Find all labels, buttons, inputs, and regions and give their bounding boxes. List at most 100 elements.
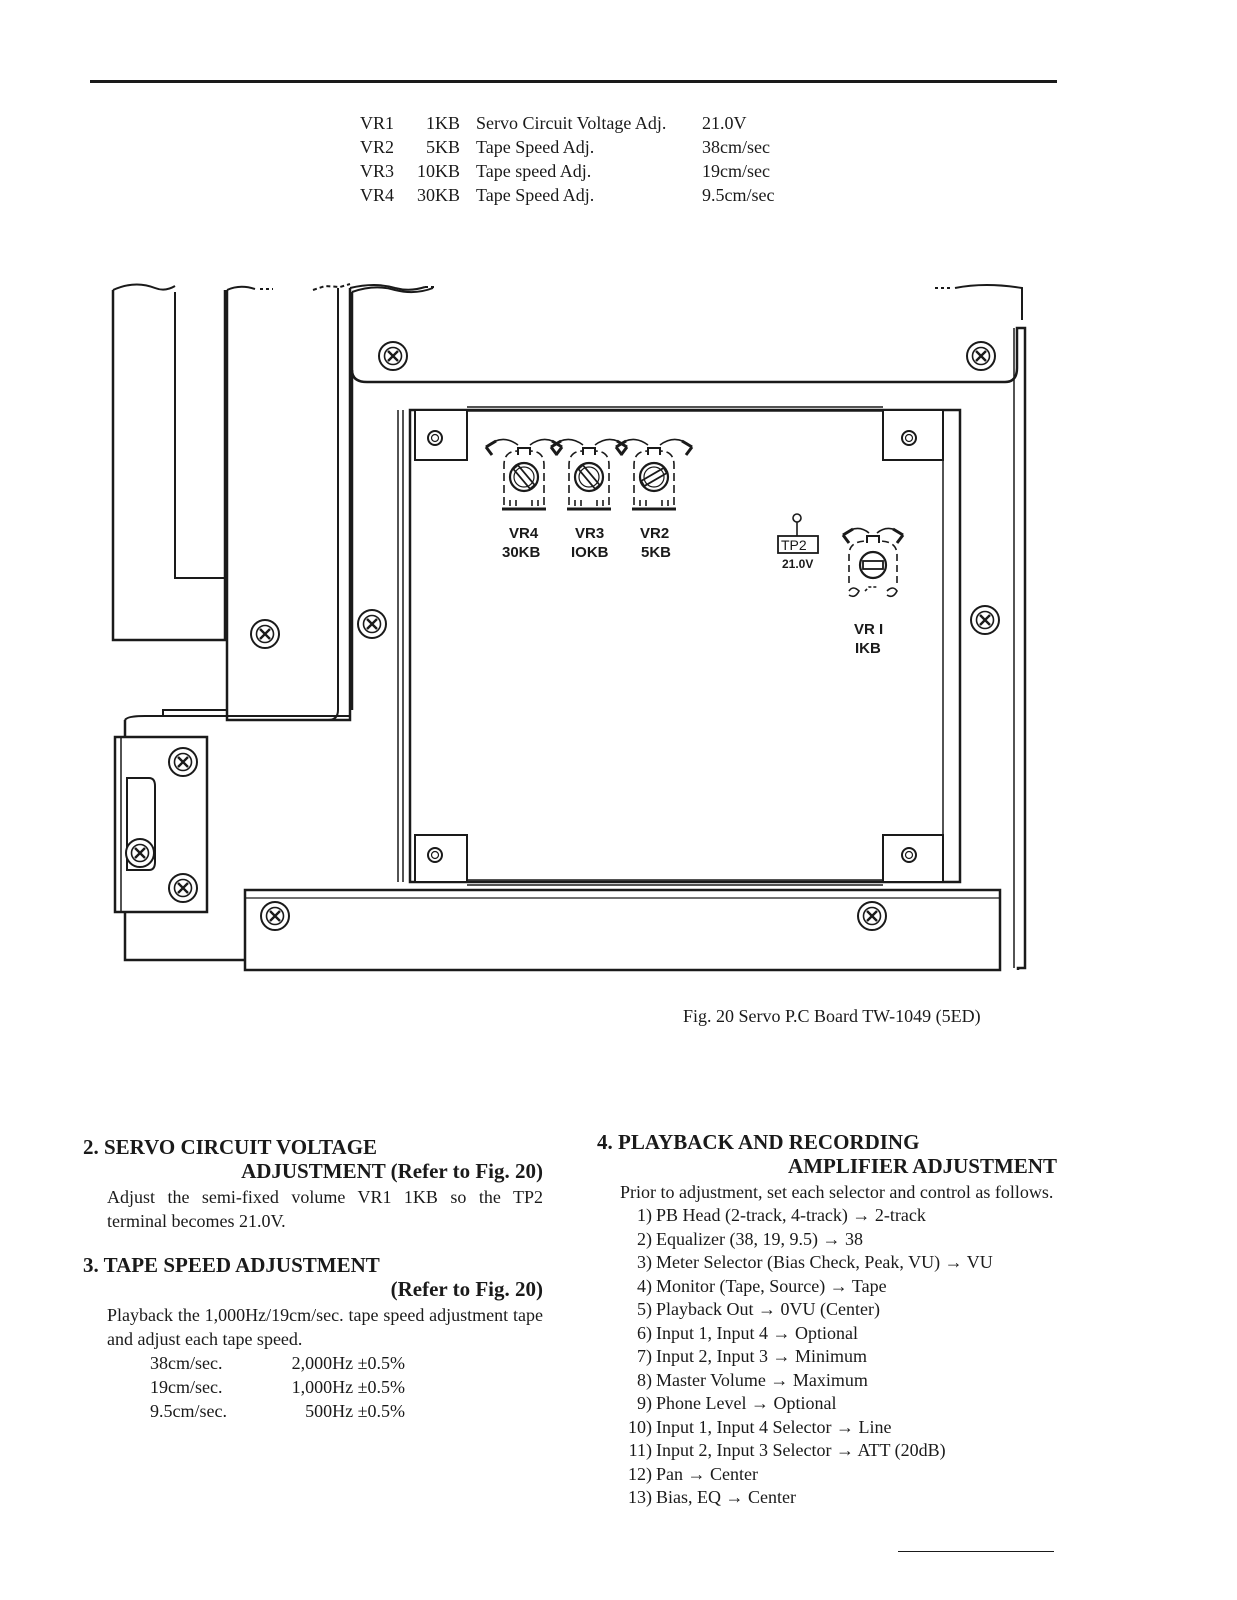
- vr2-label: VR2: [640, 525, 669, 542]
- bottom-rule: [898, 1551, 1054, 1552]
- vr-description: Tape speed Adj.: [476, 161, 592, 181]
- heading-line: 4. PLAYBACK AND RECORDING: [597, 1130, 920, 1154]
- vr-row: VR3 10KB Tape speed Adj. 19cm/sec: [358, 159, 818, 183]
- frequency-value: 2,000Hz ±0.5%: [291, 1353, 405, 1373]
- list-item: 1)PB Head (2-track, 4-track) → 2-track: [597, 1204, 1057, 1228]
- vr-name: VR3: [360, 161, 395, 181]
- vr-description: Tape Speed Adj.: [476, 185, 595, 205]
- vr3-value-label: IOKB: [571, 544, 609, 561]
- section-body: Adjust the semi-fixed volume VR1 1KB so …: [107, 1187, 543, 1231]
- vr-value: 21.0V: [702, 113, 747, 133]
- vr-description: Tape Speed Adj.: [476, 137, 595, 157]
- speed-value: 19cm/sec.: [150, 1377, 223, 1397]
- speed-row: 19cm/sec. 1,000Hz ±0.5%: [150, 1375, 543, 1399]
- item-text: Bias, EQ → Center: [656, 1487, 796, 1507]
- top-rule: [90, 80, 1057, 83]
- vr4-label: VR4: [509, 525, 539, 542]
- vr-name: VR4: [360, 185, 395, 205]
- item-text: Playback Out → 0VU (Center): [656, 1299, 880, 1319]
- list-item: 5)Playback Out → 0VU (Center): [597, 1298, 1057, 1322]
- speed-row: 9.5cm/sec. 500Hz ±0.5%: [150, 1399, 543, 1423]
- vr1-value-label: IKB: [855, 640, 881, 657]
- vr-name: VR1: [360, 113, 395, 133]
- speed-row: 38cm/sec. 2,000Hz ±0.5%: [150, 1351, 543, 1375]
- servo-board-diagram: VR4 30KB VR3 IOKB VR2 5KB TP2 21.0V VR I…: [105, 270, 1035, 985]
- section-servo-voltage: 2. SERVO CIRCUIT VOLTAGE ADJUSTMENT (Ref…: [83, 1135, 543, 1233]
- speed-value: 38cm/sec.: [150, 1353, 223, 1373]
- list-item: 2)Equalizer (38, 19, 9.5) → 38: [597, 1228, 1057, 1252]
- vr-row: VR2 5KB Tape Speed Adj. 38cm/sec: [358, 135, 818, 159]
- item-text: Monitor (Tape, Source) → Tape: [656, 1275, 887, 1296]
- list-item: 6)Input 1, Input 4 → Optional: [597, 1322, 1057, 1346]
- vr-resistance: 10KB: [416, 161, 460, 181]
- item-text: Pan → Center: [656, 1463, 758, 1484]
- heading-line: ADJUSTMENT (Refer to Fig. 20): [241, 1159, 543, 1183]
- item-number: 12): [628, 1463, 652, 1484]
- vr-value: 9.5cm/sec: [702, 185, 775, 205]
- item-number: 2): [637, 1228, 652, 1249]
- item-text: Master Volume → Maximum: [656, 1369, 868, 1390]
- item-number: 11): [628, 1440, 652, 1460]
- adjustment-list: 1)PB Head (2-track, 4-track) → 2-track 2…: [597, 1204, 1057, 1510]
- figure-caption: Fig. 20 Servo P.C Board TW-1049 (5ED): [683, 1006, 981, 1026]
- vr-row: VR4 30KB Tape Speed Adj. 9.5cm/sec: [358, 183, 818, 207]
- item-number: 4): [637, 1275, 652, 1296]
- vr2-value-label: 5KB: [641, 544, 671, 561]
- list-item: 12)Pan → Center: [597, 1463, 1057, 1487]
- item-number: 6): [637, 1322, 652, 1343]
- item-number: 9): [637, 1393, 652, 1413]
- frequency-value: 500Hz ±0.5%: [305, 1401, 405, 1421]
- speed-table: 38cm/sec. 2,000Hz ±0.5% 19cm/sec. 1,000H…: [150, 1351, 543, 1423]
- item-number: 10): [628, 1416, 652, 1437]
- vr4-value-label: 30KB: [502, 544, 541, 561]
- item-text: Equalizer (38, 19, 9.5) → 38: [656, 1228, 863, 1249]
- vr-resistance: 5KB: [425, 137, 460, 157]
- list-item: 10)Input 1, Input 4 Selector → Line: [597, 1416, 1057, 1440]
- list-item: 3)Meter Selector (Bias Check, Peak, VU) …: [597, 1251, 1057, 1275]
- section-body: Playback the 1,000Hz/19cm/sec. tape spee…: [107, 1305, 543, 1349]
- section-heading: 2. SERVO CIRCUIT VOLTAGE ADJUSTMENT (Ref…: [83, 1135, 543, 1183]
- list-item: 11)Input 2, Input 3 Selector → ATT (20dB…: [597, 1439, 1057, 1463]
- item-number: 3): [637, 1252, 652, 1272]
- list-item: 9)Phone Level → Optional: [597, 1392, 1057, 1416]
- heading-line: AMPLIFIER ADJUSTMENT: [788, 1154, 1057, 1178]
- item-number: 7): [637, 1346, 652, 1366]
- vr-spec-table: VR1 1KB Servo Circuit Voltage Adj. 21.0V…: [358, 111, 818, 207]
- vr3-label: VR3: [575, 525, 604, 542]
- section-heading: 3. TAPE SPEED ADJUSTMENT (Refer to Fig. …: [83, 1253, 543, 1301]
- section-intro: Prior to adjustment, set each selector a…: [620, 1182, 1054, 1202]
- vr-value: 19cm/sec: [702, 161, 770, 181]
- heading-line: 2. SERVO CIRCUIT VOLTAGE: [83, 1135, 378, 1159]
- vr-value: 38cm/sec: [702, 137, 770, 157]
- item-number: 8): [637, 1369, 652, 1390]
- list-item: 8)Master Volume → Maximum: [597, 1369, 1057, 1393]
- item-number: 13): [628, 1487, 652, 1507]
- section-amplifier-adjustment: 4. PLAYBACK AND RECORDING AMPLIFIER ADJU…: [597, 1130, 1057, 1510]
- tp2-voltage-label: 21.0V: [782, 557, 813, 571]
- vr-resistance: 1KB: [425, 113, 460, 133]
- speed-value: 9.5cm/sec.: [150, 1401, 227, 1421]
- item-text: Input 1, Input 4 → Optional: [656, 1322, 858, 1343]
- servo-board-drawing: VR4 30KB VR3 IOKB VR2 5KB TP2 21.0V VR I…: [111, 283, 1027, 972]
- vr-row: VR1 1KB Servo Circuit Voltage Adj. 21.0V: [358, 111, 818, 135]
- vr-resistance: 30KB: [416, 185, 460, 205]
- frequency-value: 1,000Hz ±0.5%: [291, 1377, 405, 1397]
- list-item: 13)Bias, EQ → Center: [597, 1486, 1057, 1510]
- item-number: 5): [637, 1299, 652, 1319]
- section-tape-speed: 3. TAPE SPEED ADJUSTMENT (Refer to Fig. …: [83, 1253, 543, 1423]
- heading-line: 3. TAPE SPEED ADJUSTMENT: [83, 1253, 380, 1277]
- vr1-label: VR I: [854, 621, 883, 638]
- item-number: 1): [637, 1205, 652, 1225]
- list-item: 4)Monitor (Tape, Source) → Tape: [597, 1275, 1057, 1299]
- item-text: Meter Selector (Bias Check, Peak, VU) → …: [656, 1252, 993, 1272]
- item-text: Input 1, Input 4 Selector → Line: [656, 1416, 892, 1437]
- tp2-label: TP2: [781, 537, 807, 553]
- heading-line: (Refer to Fig. 20): [390, 1277, 543, 1301]
- item-text: Input 2, Input 3 Selector → ATT (20dB): [656, 1440, 946, 1460]
- vr-description: Servo Circuit Voltage Adj.: [476, 113, 667, 133]
- item-text: PB Head (2-track, 4-track) → 2-track: [656, 1205, 926, 1225]
- list-item: 7)Input 2, Input 3 → Minimum: [597, 1345, 1057, 1369]
- item-text: Input 2, Input 3 → Minimum: [656, 1346, 867, 1366]
- section-heading: 4. PLAYBACK AND RECORDING AMPLIFIER ADJU…: [597, 1130, 1057, 1178]
- item-text: Phone Level → Optional: [656, 1393, 837, 1413]
